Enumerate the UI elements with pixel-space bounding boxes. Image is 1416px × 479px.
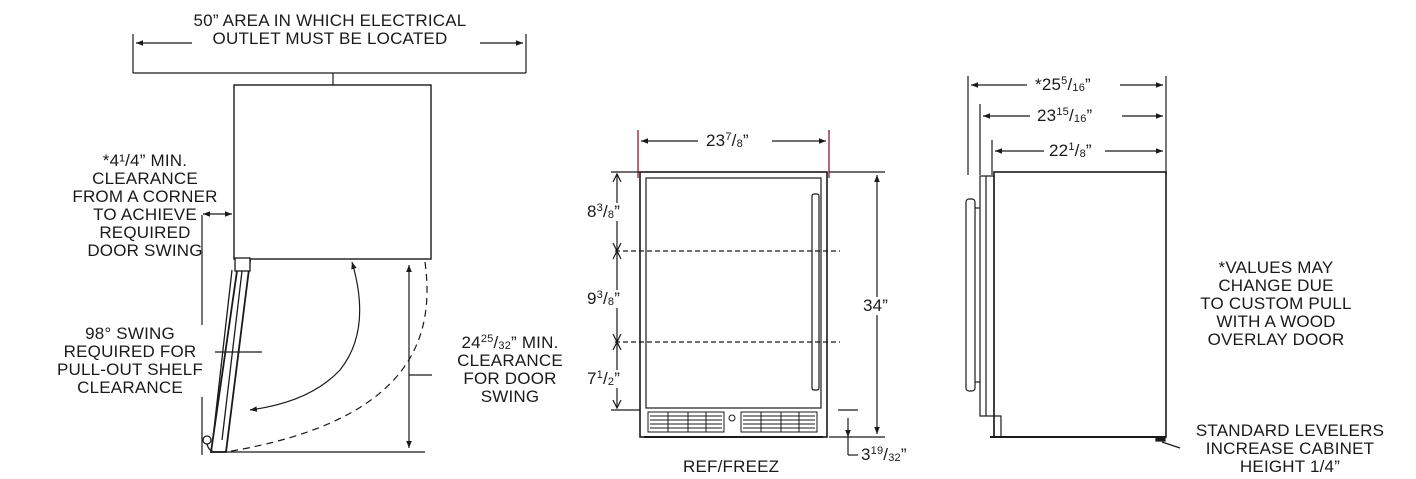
- door-swing-den: 32: [498, 340, 512, 352]
- kick-height-label: 319/32”: [858, 446, 910, 464]
- swing-note-line-1: 98° SWING: [85, 324, 175, 343]
- corner-clearance-line-2: CLEARANCE: [92, 169, 198, 188]
- depth-door-whole: 23: [1037, 106, 1057, 125]
- shelf-1-num: 3: [596, 202, 603, 214]
- door-swing-clearance-label: 2425/32” MIN. CLEARANCE FOR DOOR SWING: [430, 334, 590, 406]
- corner-clearance-line-4: TO ACHIEVE: [93, 205, 197, 224]
- leveler-leader: [1161, 441, 1181, 449]
- side-view: [965, 76, 1181, 449]
- depth-door-label: 2315/16”: [1034, 106, 1096, 125]
- depth-overall-whole: *25: [1035, 75, 1062, 94]
- leveler-note-line-1: STANDARD LEVELERS: [1195, 421, 1385, 440]
- depth-cabinet-num: 1: [1068, 141, 1075, 153]
- swing-note-line-4: CLEARANCE: [77, 378, 183, 397]
- outlet-area-label: 50” AREA IN WHICH ELECTRICAL OUTLET MUST…: [150, 12, 510, 48]
- front-width-label: 237/8”: [703, 132, 752, 150]
- door-swing-line-2: FOR DOOR: [463, 369, 557, 388]
- shelf-arrowhead-5: [612, 340, 622, 351]
- swing-note-line-3: PULL-OUT SHELF: [56, 360, 204, 379]
- custom-note-line-2: CHANGE DUE: [1218, 276, 1334, 295]
- side-door: [979, 175, 995, 417]
- shelf-1-label: 83/8”: [584, 202, 624, 221]
- custom-note-line-1: *VALUES MAY: [1218, 258, 1334, 277]
- depth-door-den: 16: [1073, 113, 1087, 125]
- side-handle: [965, 198, 976, 392]
- depth-cabinet-label: 221/8”: [1046, 142, 1095, 160]
- corner-clearance-line-1: *4¹/4” MIN.: [102, 151, 188, 170]
- side-kick: [993, 415, 1002, 438]
- outlet-area-line-1: 50” AREA IN WHICH ELECTRICAL: [193, 11, 467, 30]
- swing-note-line-2: REQUIRED FOR: [63, 342, 197, 361]
- leveler-note: STANDARD LEVELERS INCREASE CABINET HEIGH…: [1180, 422, 1400, 476]
- shelf-arrowhead-6: [612, 399, 622, 410]
- swing-arc: [249, 261, 361, 412]
- front-door-handle: [811, 193, 820, 391]
- swing-note-label: 98° SWING REQUIRED FOR PULL-OUT SHELF CL…: [45, 325, 215, 397]
- door-swing-clearance-value: 2425/32” MIN.: [430, 334, 590, 352]
- depth-overall-label: *255/16”: [1032, 76, 1094, 94]
- custom-note-line-4: WITH A WOOD: [1216, 312, 1336, 331]
- shelf-3-whole: 7: [587, 369, 597, 388]
- outlet-area-line-2: OUTLET MUST BE LOCATED: [212, 29, 448, 48]
- corner-clearance-line-3: FROM A CORNER: [72, 187, 218, 206]
- corner-clearance-label: *4¹/4” MIN. CLEARANCE FROM A CORNER TO A…: [60, 152, 230, 260]
- door-swing-line-3: SWING: [480, 387, 540, 406]
- front-door-panel: [645, 177, 822, 409]
- front-view: [611, 130, 885, 456]
- leveler-foot: [1155, 436, 1166, 442]
- door-swing-num: 25: [480, 333, 494, 345]
- kick-grille: [646, 407, 821, 433]
- depth-door-num: 15: [1056, 106, 1069, 118]
- front-width-num: 7: [725, 131, 732, 143]
- shelf-2-label: 93/8”: [584, 289, 624, 308]
- front-width-den: 8: [736, 138, 743, 150]
- custom-pull-note: *VALUES MAY CHANGE DUE TO CUSTOM PULL WI…: [1186, 259, 1366, 349]
- leveler-note-line-2: INCREASE CABINET: [1205, 439, 1375, 458]
- shelf-arrowhead-3: [612, 249, 622, 260]
- shelf-2-den: 8: [607, 296, 615, 308]
- door-swing-suffix: ” MIN.: [511, 333, 559, 352]
- corner-clearance-line-6: DOOR SWING: [87, 241, 203, 260]
- leveler-note-line-3: HEIGHT 1/4”: [1239, 457, 1341, 476]
- custom-note-line-3: TO CUSTOM PULL: [1200, 294, 1352, 313]
- custom-note-line-5: OVERLAY DOOR: [1207, 330, 1345, 349]
- front-height-label: 34”: [860, 297, 892, 315]
- kick-height-den: 32: [888, 452, 901, 464]
- front-width-whole: 23: [706, 131, 726, 150]
- shelf-3-den: 2: [607, 376, 615, 388]
- door-swing-path: [225, 261, 428, 453]
- shelf-3-label: 71/2”: [584, 369, 624, 388]
- corner-clearance-line-5: REQUIRED: [99, 223, 191, 242]
- door-swing-line-1: CLEARANCE: [457, 351, 563, 370]
- shelf-3-num: 1: [596, 369, 603, 381]
- shelf-1-whole: 8: [587, 202, 597, 221]
- depth-overall-den: 16: [1072, 82, 1086, 94]
- kick-height-whole: 3: [861, 445, 871, 464]
- kick-height-num: 19: [870, 445, 884, 457]
- door-swing-whole: 24: [461, 333, 481, 352]
- depth-cabinet-den: 8: [1079, 148, 1086, 160]
- model-label: REF/FREEZ: [683, 457, 780, 476]
- side-cabinet: [993, 171, 1167, 438]
- depth-overall-num: 5: [1061, 75, 1068, 87]
- shelf-1-den: 8: [607, 209, 615, 221]
- cabinet-top: [233, 84, 432, 260]
- depth-cabinet-whole: 22: [1049, 141, 1069, 160]
- shelf-2-num: 3: [596, 289, 603, 301]
- shelf-2-whole: 9: [587, 289, 597, 308]
- front-cabinet: [639, 171, 828, 438]
- shelf-arrowhead-1: [612, 172, 622, 183]
